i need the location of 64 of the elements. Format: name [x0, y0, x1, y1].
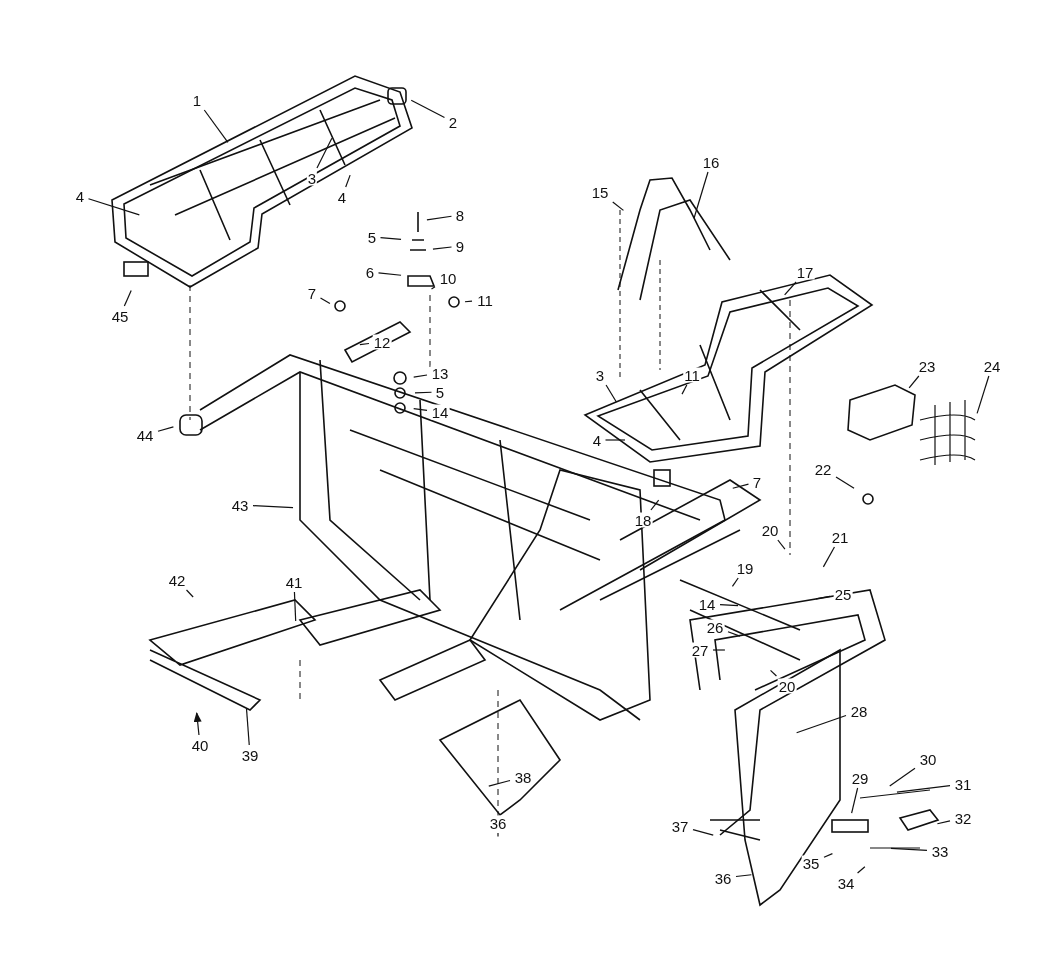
leader-line: [413, 374, 428, 378]
leader-line: [345, 174, 351, 188]
callout-number: 36: [488, 815, 508, 831]
leader-line: [890, 847, 928, 851]
callout-number: 35: [801, 855, 821, 871]
leader-line: [605, 384, 617, 403]
leader-line: [719, 604, 739, 607]
callout-number: 14: [430, 404, 450, 420]
leader-line: [976, 375, 990, 414]
leader-line: [857, 866, 866, 874]
callout-number: 11: [683, 367, 701, 383]
leader-line: [796, 714, 847, 734]
leader-line: [123, 289, 132, 307]
leader-line: [252, 505, 294, 509]
leader-line: [650, 499, 660, 511]
callout-number: 20: [777, 678, 797, 694]
leader-line: [612, 201, 624, 211]
leader-line: [430, 286, 436, 290]
leader-line: [316, 137, 333, 169]
leader-line: [732, 483, 750, 489]
leader-line: [815, 595, 831, 600]
callout-number: 12: [372, 334, 392, 350]
callout-number: 18: [633, 512, 653, 528]
leader-line: [889, 767, 916, 787]
leader-line: [735, 874, 752, 878]
arrow: [193, 711, 202, 736]
leader-line: [908, 375, 920, 389]
leader-line: [488, 779, 511, 787]
leader-line: [823, 853, 833, 858]
leader-line: [359, 342, 370, 346]
leader-line: [245, 708, 250, 746]
leader-line: [413, 408, 428, 411]
leader-line: [693, 171, 709, 219]
leader-line: [319, 297, 331, 305]
leader-line: [727, 631, 741, 637]
leader-line: [157, 426, 174, 432]
leader-line: [414, 391, 433, 394]
leader-line: [851, 787, 859, 814]
leader-line: [185, 589, 194, 598]
leader-line: [604, 439, 626, 441]
leader-line: [822, 546, 836, 568]
leader-line: [379, 237, 402, 240]
leader-line: [769, 669, 778, 677]
leader-line: [410, 99, 446, 119]
leader-line: [464, 300, 473, 303]
leader-line: [777, 539, 786, 550]
leader-line: [712, 649, 726, 651]
leader-line: [497, 832, 499, 838]
leader-line: [87, 198, 140, 216]
leader-line: [293, 591, 297, 622]
leader-line: [784, 281, 797, 296]
callout-number: 26: [705, 619, 725, 635]
callout-number: 27: [690, 642, 710, 658]
leader-line: [432, 246, 453, 250]
leader-line: [377, 272, 402, 276]
leader-line: [731, 577, 739, 587]
leader-line: [936, 820, 951, 825]
leader-line: [835, 476, 855, 489]
leader-line: [692, 829, 714, 836]
leader-line: [426, 215, 453, 221]
leader-line: [896, 785, 951, 793]
leader-line: [203, 109, 229, 143]
leader-line: [681, 384, 688, 395]
callout-number: 3: [306, 170, 318, 186]
